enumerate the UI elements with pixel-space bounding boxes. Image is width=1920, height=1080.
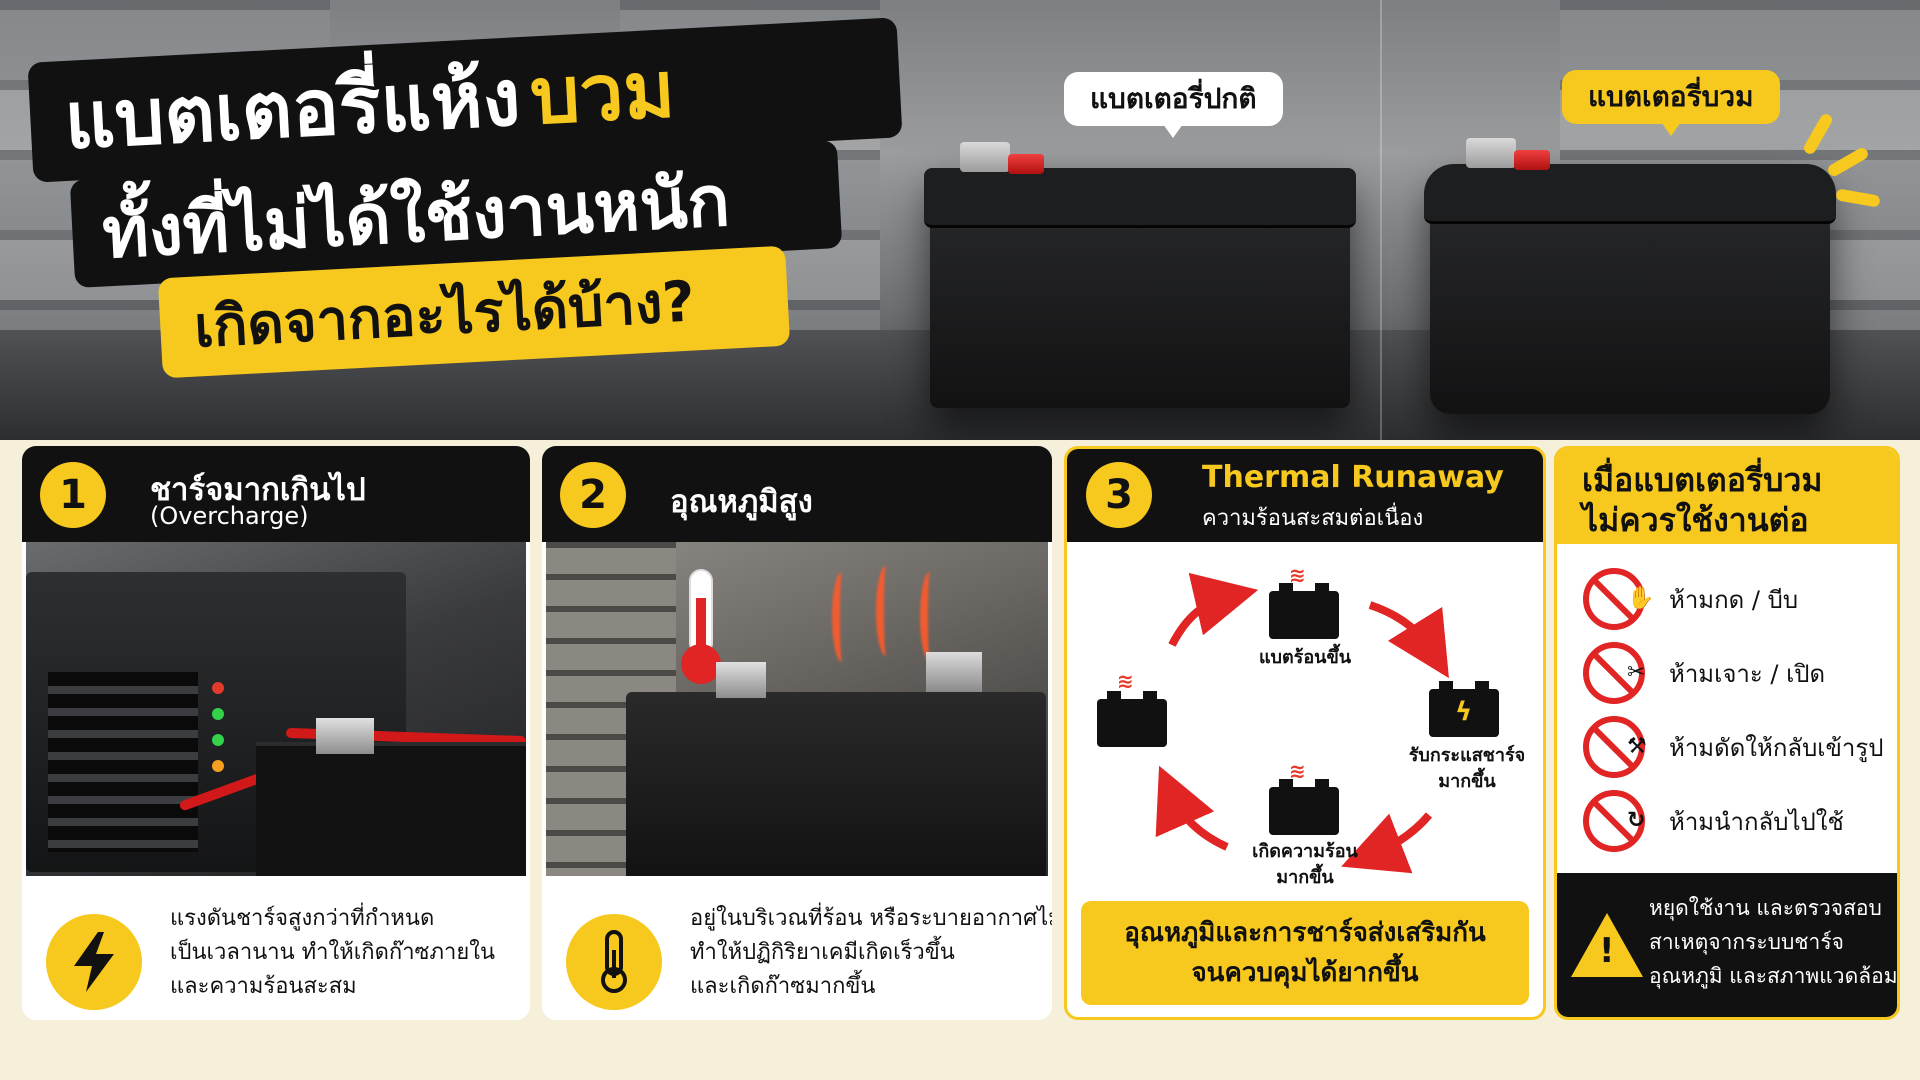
no-pierce-icon: ✂ bbox=[1583, 642, 1645, 704]
heat-wave-icon bbox=[832, 572, 852, 662]
cause-title: ชาร์จมากเกินไป bbox=[150, 472, 366, 508]
thermometer-icon bbox=[566, 914, 662, 1010]
cause-description: อยู่ในบริเวณที่ร้อน หรือระบายอากาศไม่ดี … bbox=[542, 876, 1052, 1020]
thermal-runaway-summary: อุณหภูมิและการชาร์จส่งเสริมกัน จนควบคุมไ… bbox=[1081, 901, 1529, 1005]
cause-card-thermal-runaway: 3 Thermal Runaway ความร้อนสะสมต่อเนื่อง … bbox=[1064, 446, 1546, 1020]
cause-title: อุณหภูมิสูง bbox=[670, 484, 813, 520]
rule-no-repair: ⚒ ห้ามดัดให้กลับเข้ารูป bbox=[1583, 713, 1884, 781]
charger-battery-photo bbox=[26, 542, 526, 876]
rule-no-pierce: ✂ ห้ามเจาะ / เปิด bbox=[1583, 639, 1883, 707]
footer-line: สาเหตุจากระบบชาร์จ bbox=[1649, 930, 1844, 954]
battery-terminal bbox=[960, 142, 1010, 172]
normal-battery-image bbox=[924, 142, 1356, 408]
description-line: และเกิดก๊าซมากขึ้น bbox=[690, 974, 876, 999]
description-line: เป็นเวลานาน ทำให้เกิดก๊าซภายใน bbox=[170, 940, 496, 965]
description-line: อยู่ในบริเวณที่ร้อน หรือระบายอากาศไม่ดี bbox=[690, 906, 1052, 931]
headline-highlight: บวม bbox=[527, 45, 678, 143]
footer-line: อุณหภูมิ และสภาพแวดล้อม bbox=[1649, 964, 1898, 988]
cause-description: แรงดันชาร์จสูงกว่าที่กำหนด เป็นเวลานาน ท… bbox=[22, 876, 530, 1020]
battery-terminal-red bbox=[1008, 154, 1044, 174]
thermal-runaway-cycle: ≋ แบตร้อนขึ้น ≋ ϟ รับกระแสชาร์จ มากขึ้น … bbox=[1067, 545, 1543, 888]
lightning-icon bbox=[46, 914, 142, 1010]
label-normal-battery: แบตเตอรี่ปกติ bbox=[1064, 72, 1283, 138]
cycle-arrows bbox=[1155, 572, 1449, 874]
description-line: แรงดันชาร์จสูงกว่าที่กำหนด bbox=[170, 906, 435, 931]
cycle-step-more-current: รับกระแสชาร์จ มากขึ้น bbox=[1408, 745, 1526, 792]
heat-steam-icon: ≋ bbox=[1289, 563, 1306, 587]
charging-battery-icon: ϟ bbox=[1429, 681, 1499, 737]
card-header: 3 Thermal Runaway ความร้อนสะสมต่อเนื่อง bbox=[1067, 449, 1543, 542]
cause-number: 3 bbox=[1086, 462, 1152, 528]
description-line: ทำให้ปฏิกิริยาเคมีเกิดเร็วขึ้น bbox=[690, 940, 955, 965]
heat-steam-icon: ≋ bbox=[1289, 759, 1306, 783]
heat-wave-icon bbox=[920, 572, 940, 662]
cause-number: 2 bbox=[560, 462, 626, 528]
footer-line: หยุดใช้งาน และตรวจสอบ bbox=[1649, 896, 1882, 920]
label-swollen-battery: แบตเตอรี่บวม bbox=[1562, 70, 1780, 136]
cause-card-overcharge: 1 ชาร์จมากเกินไป (Overcharge) แรงดันชาร์… bbox=[22, 446, 530, 1020]
cause-subtitle: ความร้อนสะสมต่อเนื่อง bbox=[1202, 506, 1424, 531]
status-led bbox=[212, 760, 224, 772]
battery-icon bbox=[1269, 583, 1339, 639]
cycle-step-hotter: แบตร้อนขึ้น bbox=[1258, 647, 1352, 668]
cause-subtitle: (Overcharge) bbox=[150, 502, 309, 530]
hot-battery-photo bbox=[546, 542, 1048, 876]
comparison-divider bbox=[1380, 0, 1382, 440]
card-header: 1 ชาร์จมากเกินไป (Overcharge) bbox=[22, 446, 530, 542]
warning-footer: ! หยุดใช้งาน และตรวจสอบ สาเหตุจากระบบชาร… bbox=[1557, 873, 1897, 1017]
warning-title: เมื่อแบตเตอรี่บวม ไม่ควรใช้งานต่อ bbox=[1557, 449, 1897, 544]
rule-no-reuse: ↻ ห้ามนำกลับไปใช้ bbox=[1583, 787, 1883, 855]
rule-no-press: ✋ ห้ามกด / บีบ bbox=[1583, 565, 1883, 633]
status-led bbox=[212, 734, 224, 746]
heat-steam-icon: ≋ bbox=[1117, 669, 1134, 693]
battery-on-charge bbox=[256, 718, 526, 876]
cause-title: Thermal Runaway bbox=[1202, 460, 1504, 495]
swollen-battery-image bbox=[1424, 138, 1836, 414]
battery-terminal bbox=[1466, 138, 1516, 168]
battery-icon bbox=[1097, 691, 1167, 747]
cycle-step-more-heat: เกิดความร้อน มากขึ้น bbox=[1252, 841, 1358, 888]
heat-wave-icon bbox=[876, 566, 896, 656]
status-led bbox=[212, 708, 224, 720]
cause-card-high-temperature: 2 อุณหภูมิสูง อยู่ในบริเวณท bbox=[542, 446, 1052, 1020]
no-reuse-icon: ↻ bbox=[1583, 790, 1645, 852]
overheated-battery bbox=[626, 652, 1046, 876]
warning-triangle-icon bbox=[1571, 913, 1643, 977]
card-header: 2 อุณหภูมิสูง bbox=[542, 446, 1052, 542]
no-press-icon: ✋ bbox=[1583, 568, 1654, 630]
hero-banner: แบตเตอรี่แห้ง บวม ทั้งที่ไม่ได้ใช้งานหนั… bbox=[0, 0, 1920, 440]
status-led bbox=[212, 682, 224, 694]
description-line: และความร้อนสะสม bbox=[170, 974, 357, 999]
cause-number: 1 bbox=[40, 462, 106, 528]
thermometer-icon bbox=[676, 568, 726, 692]
warning-card: เมื่อแบตเตอรี่บวม ไม่ควรใช้งานต่อ ✋ ห้าม… bbox=[1554, 446, 1900, 1020]
heating-battery-icon bbox=[1269, 779, 1339, 835]
battery-terminal-red bbox=[1514, 150, 1550, 170]
no-repair-icon: ⚒ bbox=[1583, 716, 1647, 778]
